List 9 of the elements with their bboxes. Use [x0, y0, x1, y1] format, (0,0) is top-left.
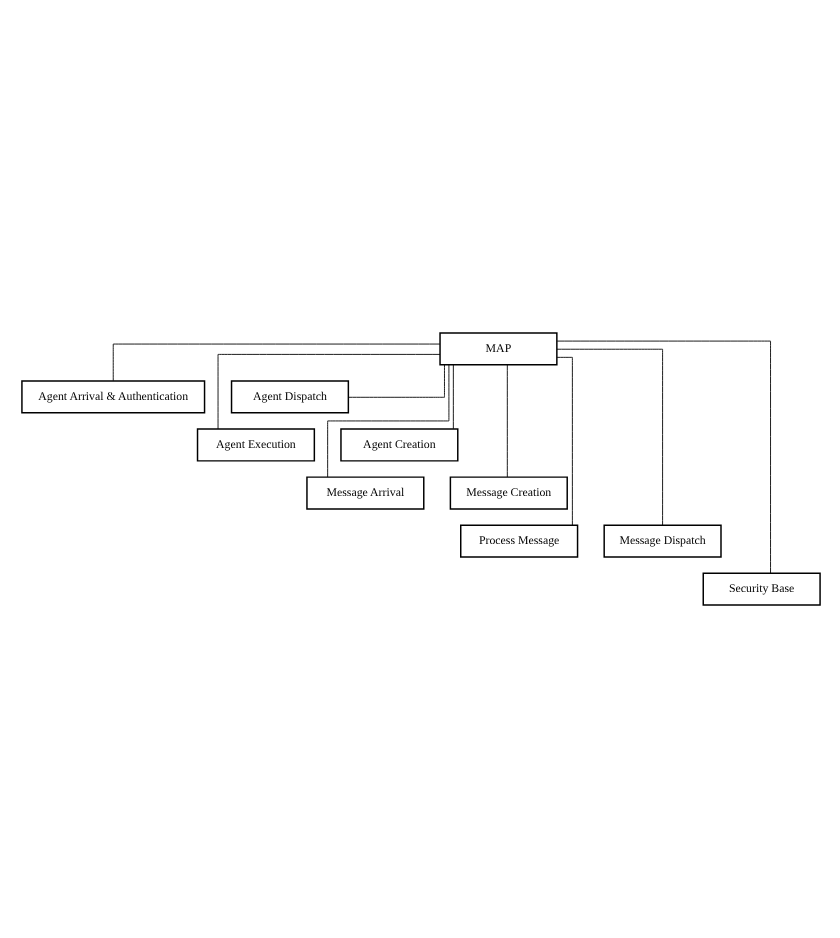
connector: [346, 364, 444, 398]
connector: [111, 343, 440, 382]
connector: [555, 340, 770, 574]
connector: [555, 356, 572, 526]
connector: [555, 348, 663, 526]
connector: [216, 353, 440, 430]
connector: [505, 364, 507, 478]
connector: [326, 364, 449, 478]
connector: [451, 364, 453, 430]
